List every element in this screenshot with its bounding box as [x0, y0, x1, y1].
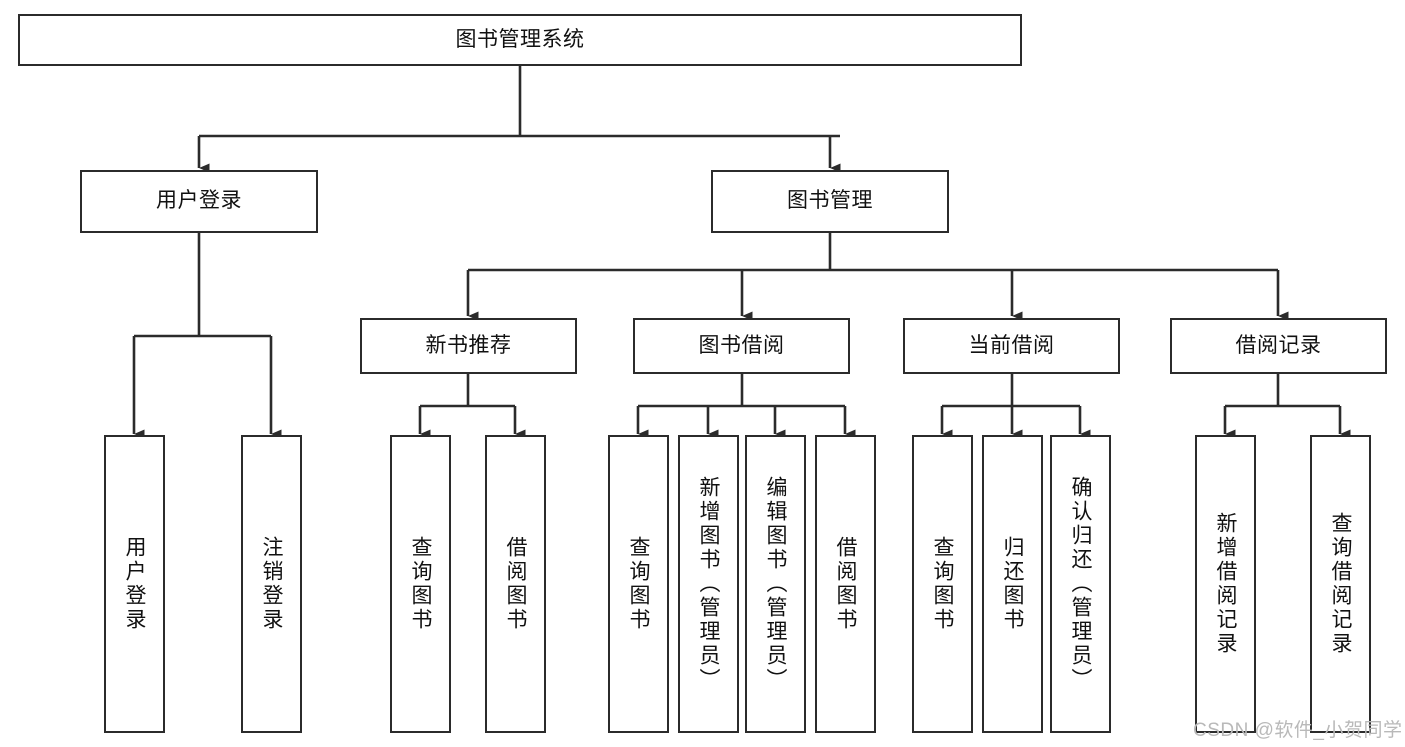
- leaf-recommend-borrow-book[interactable]: 借阅图书: [485, 435, 546, 733]
- node-label: 借阅图书: [834, 536, 857, 632]
- leaf-current-confirm-return-admin[interactable]: 确认归还（管理员）: [1050, 435, 1111, 733]
- leaf-current-query-book[interactable]: 查询图书: [912, 435, 973, 733]
- node-label: 图书借阅: [698, 333, 785, 357]
- node-label: 归还图书: [1001, 536, 1024, 632]
- node-new-book-recommend[interactable]: 新书推荐: [360, 318, 577, 374]
- node-label: 图书管理: [787, 189, 873, 213]
- leaf-record-query-record[interactable]: 查询借阅记录: [1310, 435, 1371, 733]
- node-label: 图书管理系统: [455, 27, 585, 51]
- node-label: 用户登录: [123, 536, 146, 632]
- node-label: 查询图书: [627, 536, 650, 632]
- leaf-borrow-add-book-admin[interactable]: 新增图书（管理员）: [678, 435, 739, 733]
- node-book-borrow[interactable]: 图书借阅: [633, 318, 850, 374]
- leaf-borrow-edit-book-admin[interactable]: 编辑图书（管理员）: [745, 435, 806, 733]
- node-root-system[interactable]: 图书管理系统: [18, 14, 1022, 66]
- node-label: 查询图书: [931, 536, 954, 632]
- leaf-record-add-record[interactable]: 新增借阅记录: [1195, 435, 1256, 733]
- node-label: 查询图书: [409, 536, 432, 632]
- node-label: 借阅图书: [504, 536, 527, 632]
- node-label: 新增图书（管理员）: [697, 476, 720, 692]
- node-label: 新增借阅记录: [1214, 512, 1237, 656]
- node-current-borrow[interactable]: 当前借阅: [903, 318, 1120, 374]
- node-label: 新书推荐: [425, 333, 512, 357]
- node-user-login[interactable]: 用户登录: [80, 170, 318, 233]
- node-book-management[interactable]: 图书管理: [711, 170, 949, 233]
- leaf-user-login-login[interactable]: 用户登录: [104, 435, 165, 733]
- watermark-text: CSDN @软件_小贺同学: [1193, 720, 1403, 741]
- node-label: 查询借阅记录: [1329, 512, 1352, 656]
- leaf-borrow-borrow-book[interactable]: 借阅图书: [815, 435, 876, 733]
- node-borrow-record[interactable]: 借阅记录: [1170, 318, 1387, 374]
- leaf-borrow-query-book[interactable]: 查询图书: [608, 435, 669, 733]
- node-label: 编辑图书（管理员）: [764, 476, 787, 692]
- node-label: 当前借阅: [968, 333, 1055, 357]
- node-label: 用户登录: [156, 189, 242, 213]
- leaf-user-login-logout[interactable]: 注销登录: [241, 435, 302, 733]
- leaf-recommend-query-book[interactable]: 查询图书: [390, 435, 451, 733]
- node-label: 注销登录: [260, 536, 283, 632]
- node-label: 确认归还（管理员）: [1069, 476, 1092, 692]
- node-label: 借阅记录: [1235, 333, 1322, 357]
- leaf-current-return-book[interactable]: 归还图书: [982, 435, 1043, 733]
